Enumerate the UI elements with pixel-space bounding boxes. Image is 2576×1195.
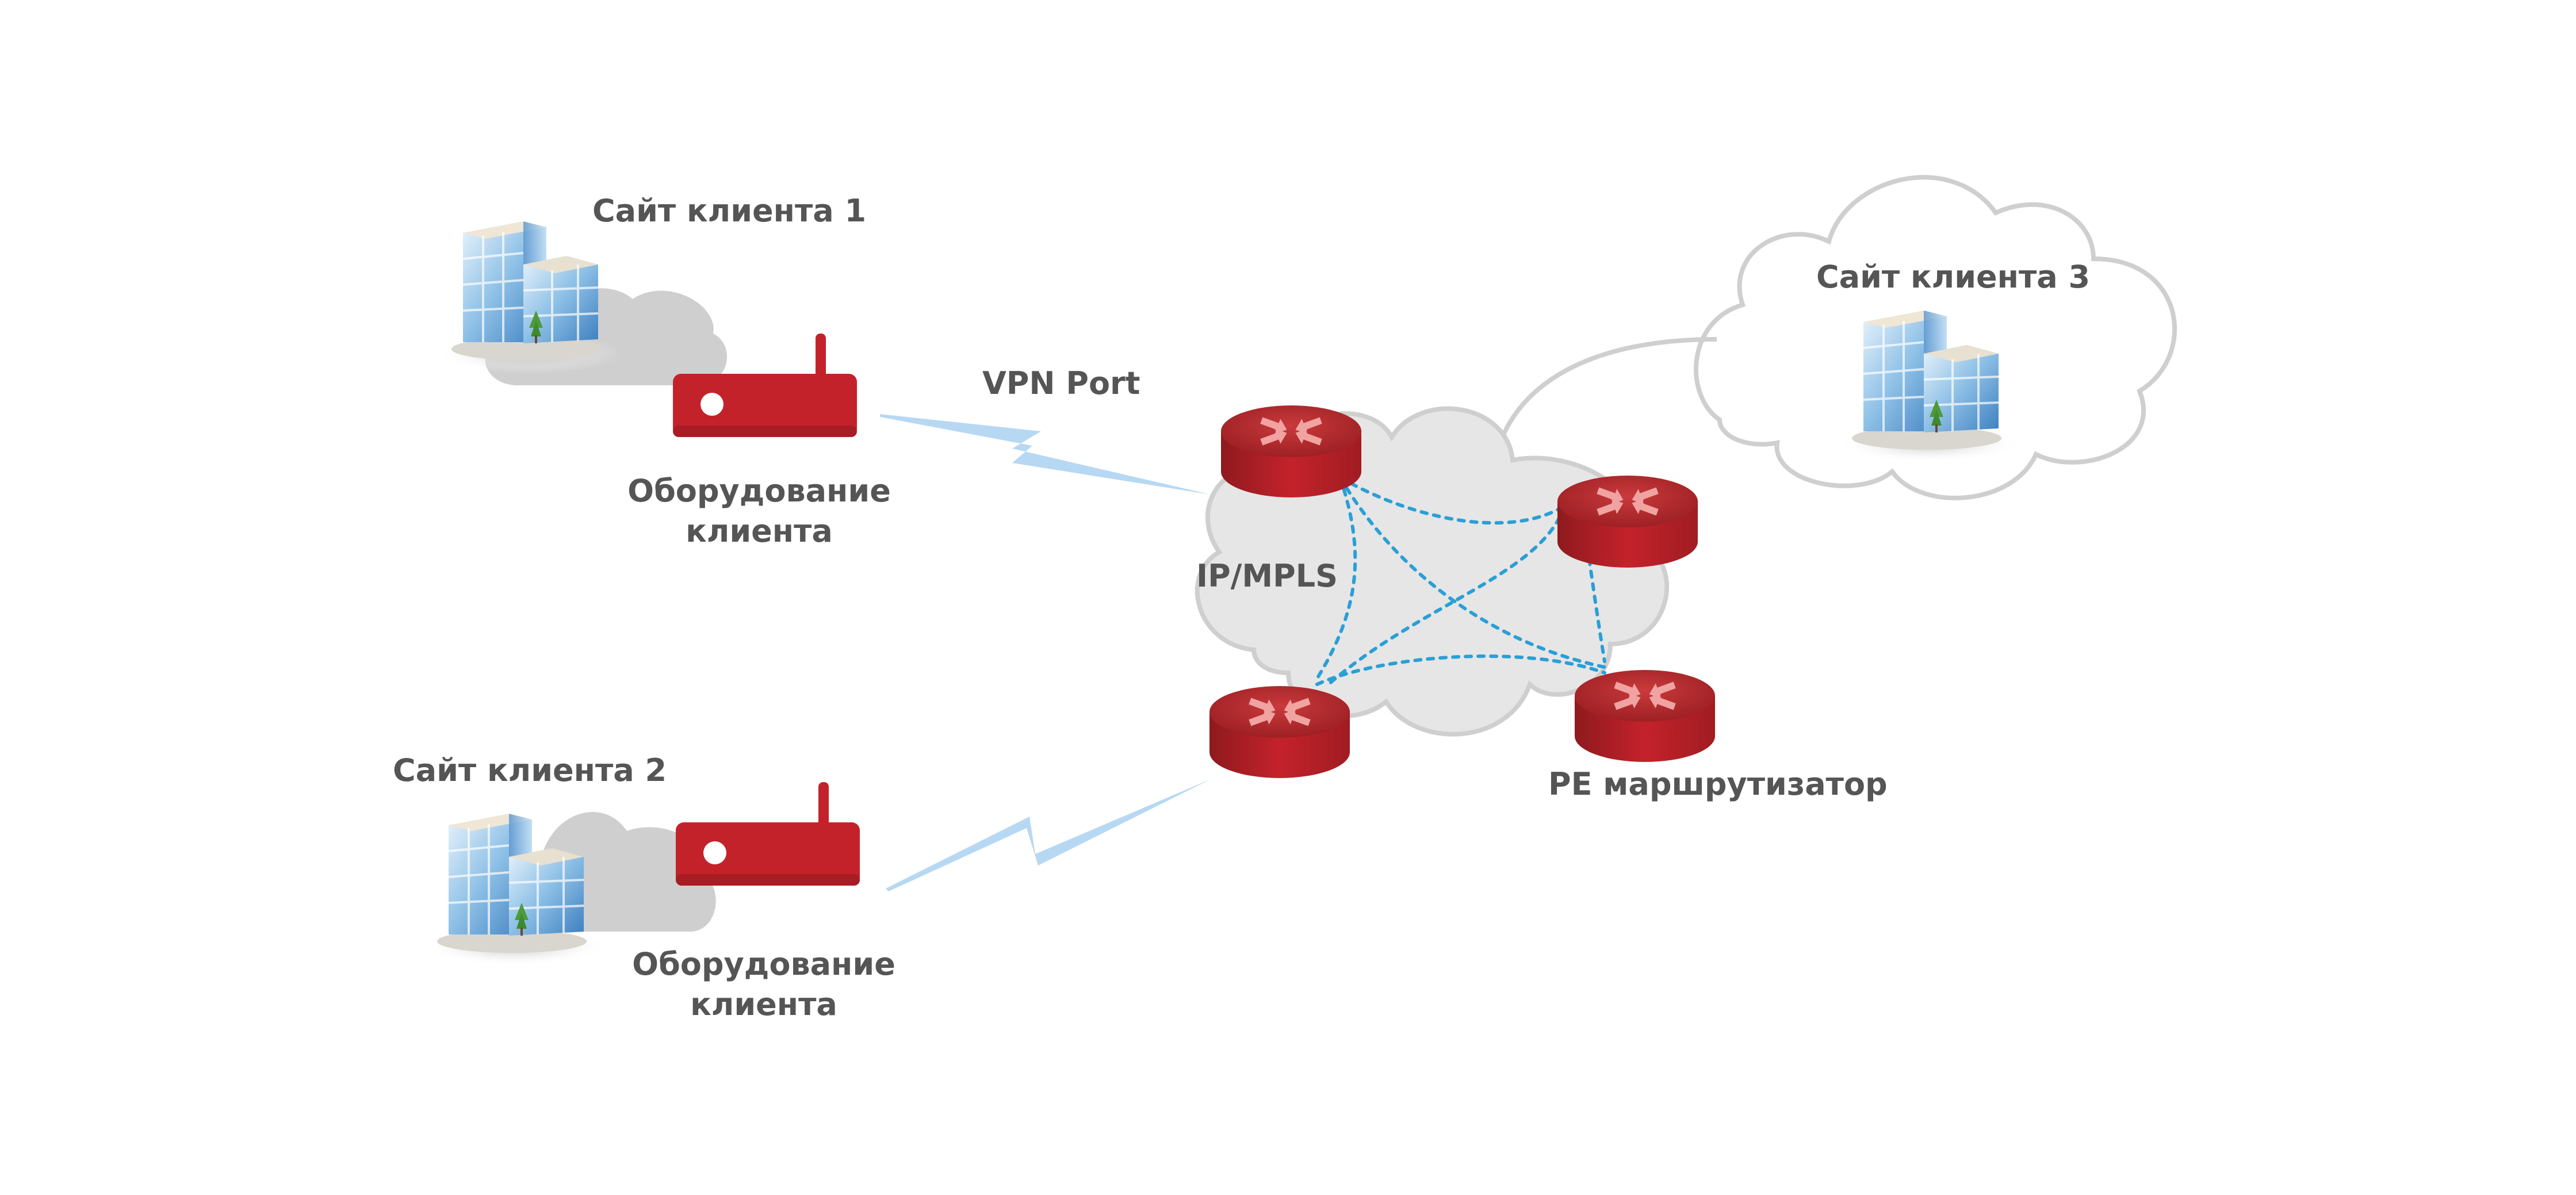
client-site-3	[1694, 175, 2177, 500]
pe-router-icon	[1209, 686, 1350, 778]
pe-router-icon	[1575, 670, 1715, 762]
mpls-mesh-links	[1315, 476, 1606, 686]
ip-mpls-label: IP/MPLS	[1196, 558, 1338, 594]
vpn-port-label: VPN Port	[982, 365, 1140, 401]
equipment2-label-line1: Оборудование	[632, 946, 895, 982]
client-site-1	[436, 220, 857, 437]
equipment2-label-line2: клиента	[690, 986, 837, 1022]
pe-router-icon	[1557, 476, 1698, 568]
pe-router-icon	[1221, 405, 1361, 497]
site3-label: Сайт клиента 3	[1816, 259, 2090, 295]
cpe-router-icon	[676, 782, 860, 886]
site3-connection-line	[1493, 337, 1717, 461]
equipment1-label-line1: Оборудование	[627, 473, 891, 509]
building-icon	[436, 220, 622, 375]
pe-router-label: PE маршрутизатор	[1548, 766, 1888, 802]
wireless-link-icon	[886, 779, 1211, 891]
wireless-link-icon	[880, 414, 1211, 495]
site1-label: Сайт клиента 1	[592, 193, 866, 229]
site2-label: Сайт клиента 2	[393, 752, 667, 788]
equipment1-label-line2: клиента	[686, 513, 833, 549]
client-site-2	[422, 782, 860, 967]
